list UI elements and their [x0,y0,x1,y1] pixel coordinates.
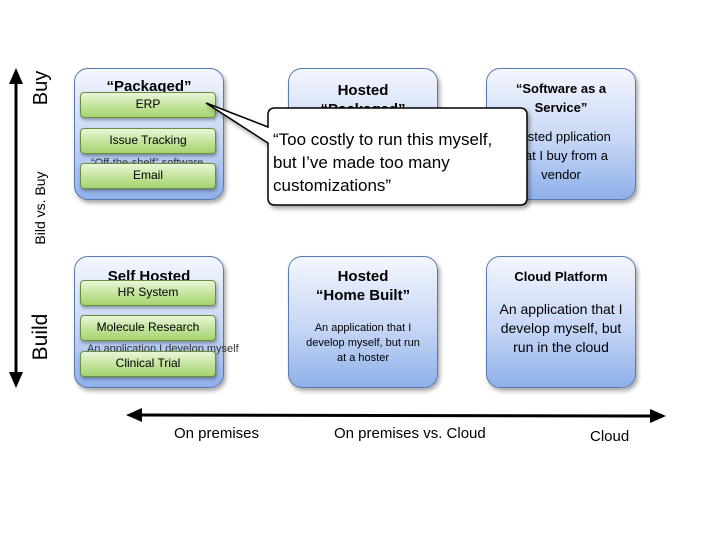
tag-issue-tracking: Issue Tracking [80,128,216,154]
box-saas-desc-2: that I buy from a [514,148,608,163]
box-cloud-platform-desc-1: An application that I [499,301,623,317]
box-hosted-packaged-title-1: Hosted [337,82,389,99]
box-cloud-platform-title: Cloud Platform [514,269,608,284]
callout-text-3: customizations” [273,176,392,195]
tag-molecule-research: Molecule Research [80,315,216,341]
axis-label-cloud: Cloud [590,428,630,445]
callout-bubble [205,102,528,206]
callout-text-1: “Too costly to run this myself, [273,130,493,149]
axis-label-build: Build [29,313,52,361]
box-hosted-home-built-desc-3: at a hoster [337,352,389,364]
axis-label-buy: Buy [30,70,52,106]
box-hosted-home-built-title-1: Hosted [337,268,389,285]
box-saas-title-1: “Software as a [515,81,607,96]
box-cloud-platform: Cloud Platform An application that I dev… [486,256,636,388]
box-cloud-platform-desc-2: develop myself, but [500,320,622,336]
box-hosted-home-built-desc-2: develop myself, but run [306,337,420,349]
axis-label-build-vs-buy: Bild vs. Buy [32,171,48,245]
box-hosted-home-built-title-2: “Home Built” [315,287,411,304]
box-saas-desc-1: Hosted pplication [511,129,611,144]
tag-clinical-trial: Clinical Trial [80,351,216,377]
box-saas-title-2: Service” [534,100,588,115]
vertical-axis-arrow [9,68,23,388]
box-hosted-home-built: Hosted “Home Built” An application that … [288,256,438,388]
tag-email: Email [80,163,216,189]
box-hosted-home-built-desc-1: An application that I [314,322,412,334]
tag-erp: ERP [80,92,216,118]
axis-label-on-premises: On premises [174,425,260,442]
box-saas-desc-3: vendor [541,167,581,182]
box-cloud-platform-desc-3: run in the cloud [513,339,609,355]
tag-hr-system: HR System [80,280,216,306]
horizontal-axis-arrow [126,408,666,423]
box-packaged-title: “Packaged” [106,78,192,95]
callout-text-2: but I’ve made too many [273,153,450,172]
axis-label-on-premises-vs-cloud: On premises vs. Cloud [334,425,486,442]
